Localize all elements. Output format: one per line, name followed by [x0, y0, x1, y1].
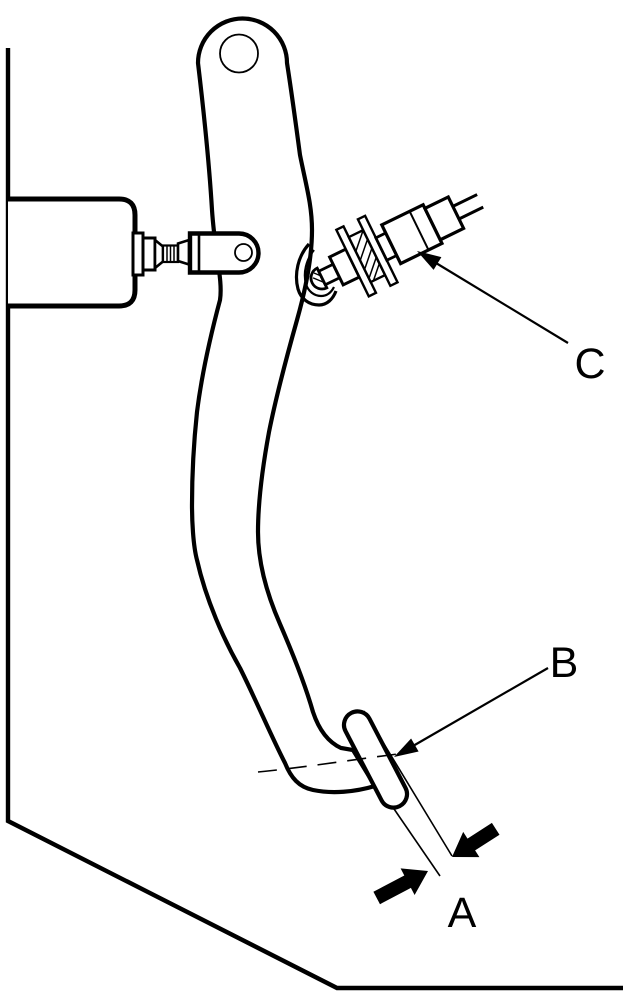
firewall-floor-line — [5, 48, 623, 991]
pedal-pad — [341, 709, 410, 810]
switch-bracket-inner — [303, 249, 335, 298]
eyelet-hole — [234, 243, 253, 262]
switch-connector — [422, 194, 466, 242]
pushrod-cone — [153, 237, 165, 271]
pushrod-adjuster — [176, 238, 191, 267]
pedal-arm — [189, 16, 379, 795]
switch-body-seam — [408, 210, 430, 251]
label-c: C — [574, 340, 605, 388]
callout-line-b — [412, 667, 549, 747]
pushrod-eyelet — [187, 231, 261, 275]
cylinder-step — [141, 236, 157, 272]
label-a: A — [448, 889, 477, 937]
callout-arrowhead-c — [417, 251, 442, 270]
free-play-line-lower — [391, 805, 441, 877]
switch-wire-upper — [452, 193, 478, 208]
switch-bracket-outer — [294, 242, 338, 307]
callout-arrowhead-b — [394, 738, 419, 757]
pedal-travel-dashed-line — [257, 753, 399, 773]
master-cylinder — [8, 196, 138, 309]
pedal-switch — [309, 193, 484, 298]
switch-wire-lower — [458, 205, 484, 221]
pivot-hole — [219, 33, 259, 74]
thread-band-hatch — [355, 229, 381, 281]
callout-line-c — [435, 262, 569, 344]
label-b: B — [550, 639, 579, 687]
free-play-line-upper — [363, 710, 453, 857]
free-play-arrow-left — [373, 868, 428, 905]
pushrod-thread-hatch — [166, 245, 175, 262]
free-play-arrow-right — [452, 822, 500, 858]
